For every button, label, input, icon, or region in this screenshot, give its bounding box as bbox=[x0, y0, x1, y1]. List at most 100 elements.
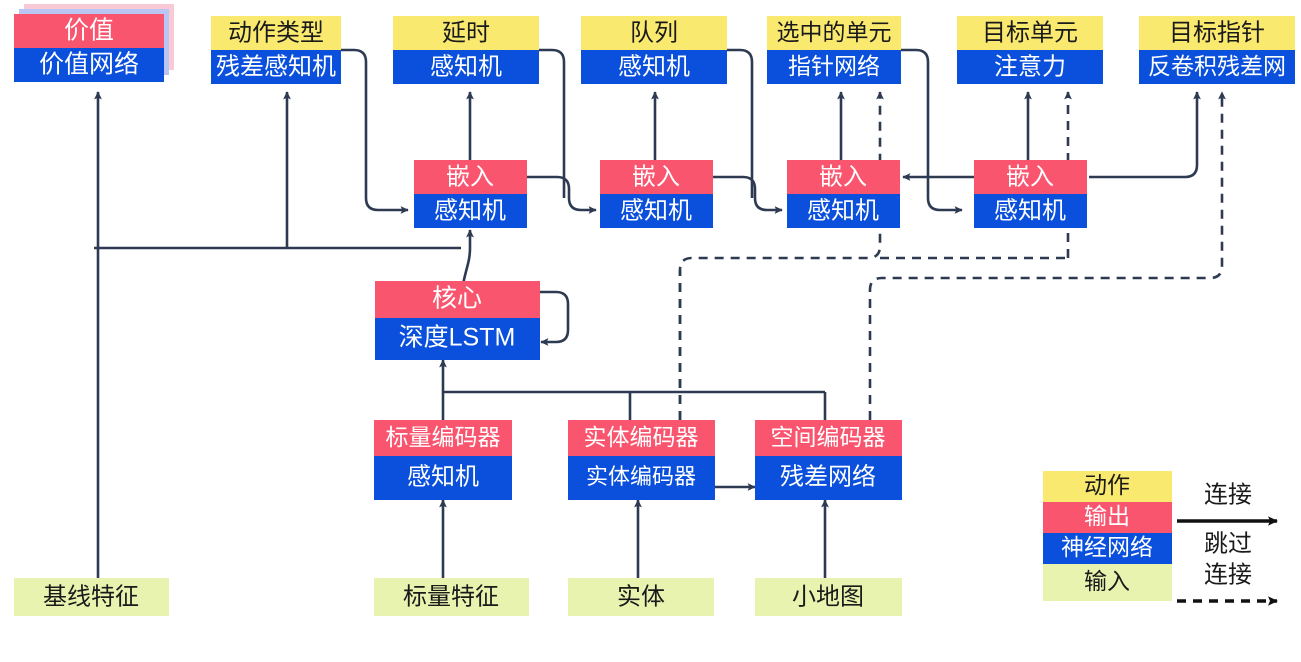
embed4-top-label: 嵌入 bbox=[1006, 163, 1054, 190]
edge-action-type-to-embed1 bbox=[341, 48, 409, 214]
skip-connection-layer bbox=[678, 91, 1226, 420]
node-input-minimap[interactable]: 小地图 bbox=[755, 578, 902, 616]
core-bottom-band bbox=[375, 318, 540, 360]
embed1-top-band bbox=[414, 160, 527, 194]
edge-embed1-to-embed2 bbox=[527, 175, 597, 214]
node-action-type[interactable]: 动作类型 残差感知机 bbox=[211, 16, 341, 84]
entity-encoder-top-band bbox=[568, 420, 715, 456]
connection-layer bbox=[94, 48, 1201, 578]
legend-label-output: 输出 bbox=[1084, 503, 1130, 529]
embed4-bottom-band bbox=[974, 194, 1087, 228]
node-value[interactable]: 价值 价值网络 bbox=[14, 4, 174, 82]
core-top-band bbox=[375, 281, 540, 318]
action-type-top-band bbox=[211, 16, 341, 50]
edge-queue-to-embed3-a bbox=[727, 48, 754, 198]
legend-label-skip-line1: 跳过 bbox=[1204, 530, 1252, 557]
embed3-bottom-label: 感知机 bbox=[807, 197, 879, 224]
legend-label-connection: 连接 bbox=[1204, 481, 1252, 508]
action-type-bottom-label: 残差感知机 bbox=[216, 53, 336, 80]
legend-swatch-action bbox=[1043, 471, 1172, 502]
selected-units-bottom-label: 指针网络 bbox=[788, 53, 880, 79]
action-type-bottom-band bbox=[211, 50, 341, 84]
node-target-unit[interactable]: 目标单元 注意力 bbox=[957, 16, 1103, 84]
selected-units-top-band bbox=[767, 16, 901, 50]
scalar-features-label: 标量特征 bbox=[403, 583, 499, 610]
spatial-encoder-bottom-band bbox=[755, 456, 902, 500]
selected-units-top-label: 选中的单元 bbox=[777, 19, 892, 45]
entities-label: 实体 bbox=[617, 583, 665, 610]
node-embed-4[interactable]: 嵌入 感知机 bbox=[974, 160, 1087, 228]
queue-top-label: 队列 bbox=[630, 19, 678, 46]
legend-swatch-network bbox=[1043, 533, 1172, 564]
delay-top-band bbox=[393, 16, 539, 50]
skip-entity-to-selected-units bbox=[678, 91, 884, 420]
node-input-entities[interactable]: 实体 bbox=[568, 578, 714, 616]
action-type-top-label: 动作类型 bbox=[228, 19, 324, 46]
node-selected-units[interactable]: 选中的单元 指针网络 bbox=[767, 16, 901, 84]
queue-bottom-band bbox=[581, 50, 727, 84]
edge-delay-to-embed2-a bbox=[539, 48, 566, 198]
embed3-bottom-band bbox=[787, 194, 900, 228]
embed2-top-band bbox=[600, 160, 713, 194]
value-bottom-label: 价值网络 bbox=[39, 51, 139, 79]
value-top-label: 价值 bbox=[64, 17, 114, 45]
edge-embed4-to-target-point bbox=[1089, 91, 1201, 179]
embed3-top-band bbox=[787, 160, 900, 194]
entity-encoder-bottom-label: 实体编码器 bbox=[586, 464, 696, 489]
embed1-top-label: 嵌入 bbox=[446, 163, 494, 190]
target-unit-top-band bbox=[957, 16, 1103, 50]
node-input-baseline-features[interactable]: 基线特征 bbox=[14, 578, 169, 616]
embed4-bottom-label: 感知机 bbox=[994, 197, 1066, 224]
scalar-encoder-bottom-band bbox=[374, 456, 512, 500]
delay-bottom-band bbox=[393, 50, 539, 84]
spatial-encoder-bottom-label: 残差网络 bbox=[780, 463, 876, 490]
target-point-top-label: 目标指针 bbox=[1169, 19, 1265, 46]
node-input-scalar-features[interactable]: 标量特征 bbox=[374, 578, 529, 616]
legend-swatch-output bbox=[1043, 502, 1172, 533]
queue-top-band bbox=[581, 16, 727, 50]
node-embed-2[interactable]: 嵌入 感知机 bbox=[600, 160, 713, 228]
target-unit-top-label: 目标单元 bbox=[982, 19, 1078, 46]
node-spatial-encoder[interactable]: 空间编码器 残差网络 bbox=[755, 420, 902, 500]
node-delay[interactable]: 延时 感知机 bbox=[393, 16, 539, 84]
embed2-bottom-band bbox=[600, 194, 713, 228]
baseline-features-box bbox=[14, 578, 169, 616]
node-queue[interactable]: 队列 感知机 bbox=[581, 16, 727, 84]
skip-spatial-to-target-point bbox=[868, 91, 1226, 420]
legend-swatch-input bbox=[1043, 564, 1172, 601]
node-target-point[interactable]: 目标指针 反卷积残差网 bbox=[1139, 16, 1295, 84]
queue-bottom-label: 感知机 bbox=[618, 53, 690, 80]
legend-label-input: 输入 bbox=[1084, 568, 1130, 594]
edge-embed2-to-embed3 bbox=[713, 175, 783, 214]
node-embed-3[interactable]: 嵌入 感知机 bbox=[787, 160, 900, 228]
target-point-bottom-band bbox=[1139, 50, 1295, 84]
value-top-band bbox=[14, 14, 164, 48]
legend: 动作 输出 神经网络 输入 连接 跳过 连接 bbox=[1043, 471, 1278, 606]
target-point-bottom-label: 反卷积残差网 bbox=[1148, 53, 1286, 79]
scalar-encoder-top-band bbox=[374, 420, 512, 456]
target-point-top-band bbox=[1139, 16, 1295, 50]
embed1-bottom-band bbox=[414, 194, 527, 228]
baseline-features-label: 基线特征 bbox=[43, 583, 139, 610]
node-core[interactable]: 核心 深度LSTM bbox=[375, 281, 540, 360]
embed2-bottom-label: 感知机 bbox=[620, 197, 692, 224]
embed4-top-band bbox=[974, 160, 1087, 194]
minimap-box bbox=[755, 578, 902, 616]
scalar-encoder-top-label: 标量编码器 bbox=[386, 424, 501, 450]
entities-box bbox=[568, 578, 714, 616]
node-embed-1[interactable]: 嵌入 感知机 bbox=[414, 160, 527, 228]
embed2-top-label: 嵌入 bbox=[632, 163, 680, 190]
core-bottom-label: 深度LSTM bbox=[399, 324, 516, 352]
value-bottom-band bbox=[14, 48, 164, 82]
node-entity-encoder[interactable]: 实体编码器 实体编码器 bbox=[568, 420, 715, 500]
legend-label-action: 动作 bbox=[1084, 472, 1130, 498]
minimap-label: 小地图 bbox=[792, 583, 864, 610]
delay-top-label: 延时 bbox=[442, 19, 490, 46]
scalar-encoder-bottom-label: 感知机 bbox=[407, 463, 479, 490]
node-scalar-encoder[interactable]: 标量编码器 感知机 bbox=[374, 420, 512, 500]
spatial-encoder-top-band bbox=[755, 420, 902, 456]
entity-encoder-top-label: 实体编码器 bbox=[584, 424, 699, 450]
embed1-bottom-label: 感知机 bbox=[434, 197, 506, 224]
